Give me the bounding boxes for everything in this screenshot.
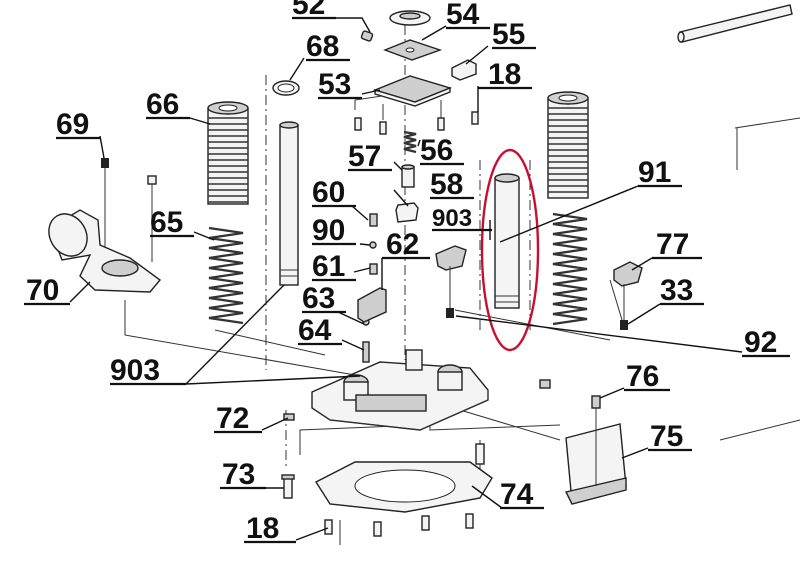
callout-66: 66 bbox=[146, 88, 179, 121]
part-55-block bbox=[451, 59, 477, 81]
part-70-dust-port bbox=[48, 209, 162, 293]
callout-74: 74 bbox=[500, 478, 534, 511]
callout-52: 52 bbox=[292, 0, 325, 21]
callout-76: 76 bbox=[626, 360, 659, 393]
callout-69: 69 bbox=[56, 108, 89, 141]
part-74-base-plate bbox=[314, 461, 493, 513]
callout-77: 77 bbox=[656, 228, 689, 261]
callout-33: 33 bbox=[660, 274, 693, 307]
highlight-ellipse bbox=[480, 148, 540, 352]
part-58-nut bbox=[395, 202, 419, 223]
callout-903-lower: 903 bbox=[110, 354, 160, 387]
part-64-pin bbox=[362, 341, 370, 363]
part-72-screw bbox=[283, 413, 295, 421]
screw-right-73 bbox=[475, 443, 485, 465]
callout-65: 65 bbox=[150, 206, 183, 239]
part-76-screw bbox=[591, 395, 601, 486]
right-spring bbox=[552, 212, 588, 326]
callout-18-top: 18 bbox=[488, 58, 521, 91]
part-91-column bbox=[494, 173, 520, 309]
router-base bbox=[311, 349, 551, 431]
callout-57: 57 bbox=[348, 140, 381, 173]
callout-54: 54 bbox=[446, 0, 480, 31]
callout-75: 75 bbox=[650, 420, 683, 453]
callout-60: 60 bbox=[312, 176, 345, 209]
part-33-nut bbox=[620, 320, 628, 330]
callout-18-bottom: 18 bbox=[246, 512, 279, 545]
callout-70: 70 bbox=[26, 274, 59, 307]
callout-64: 64 bbox=[298, 314, 332, 347]
callout-62: 62 bbox=[386, 228, 419, 261]
callout-63: 63 bbox=[302, 282, 335, 315]
callout-91: 91 bbox=[638, 156, 671, 189]
part-53-plate bbox=[372, 75, 453, 107]
callout-73: 73 bbox=[222, 458, 255, 491]
part-18-bottom-screws bbox=[324, 513, 474, 537]
callout-55: 55 bbox=[492, 18, 525, 51]
top-right-rod bbox=[677, 4, 800, 441]
part-56-spring bbox=[403, 130, 417, 154]
part-61-pin bbox=[369, 263, 378, 275]
part-54-top-plate bbox=[383, 10, 443, 61]
callout-56: 56 bbox=[420, 134, 453, 167]
part-53-screws bbox=[354, 95, 479, 135]
right-bellows bbox=[547, 91, 589, 199]
axis-lines bbox=[124, 25, 626, 545]
red-highlight-ellipse bbox=[480, 148, 540, 352]
callout-53: 53 bbox=[318, 68, 351, 101]
small-screw-70 bbox=[147, 175, 157, 262]
callout-68: 68 bbox=[306, 30, 339, 63]
lever-handle-left bbox=[435, 245, 467, 318]
callout-72: 72 bbox=[216, 402, 249, 435]
part-68-ring bbox=[272, 80, 300, 96]
callout-903-upper: 903 bbox=[432, 205, 472, 232]
part-65-left-spring bbox=[208, 226, 244, 325]
callout-90: 90 bbox=[312, 214, 345, 247]
part-77-knob bbox=[613, 261, 643, 320]
part-73-screw bbox=[281, 474, 295, 499]
part-69-screw bbox=[101, 158, 109, 260]
part-52-bolt bbox=[360, 30, 374, 42]
left-column-903 bbox=[279, 121, 299, 286]
callout-61: 61 bbox=[312, 250, 345, 283]
part-90-pin bbox=[369, 241, 377, 249]
part-66-left-bellows bbox=[207, 101, 249, 205]
leader-lines bbox=[69, 17, 743, 541]
callout-labels: 52 54 55 68 53 18 66 69 57 56 91 60 58 6… bbox=[24, 0, 790, 545]
part-57-cylinder bbox=[401, 164, 415, 188]
callout-92: 92 bbox=[744, 326, 777, 359]
part-60-pin bbox=[369, 213, 378, 227]
part-62-bracket bbox=[357, 287, 387, 323]
callout-58: 58 bbox=[430, 168, 463, 201]
